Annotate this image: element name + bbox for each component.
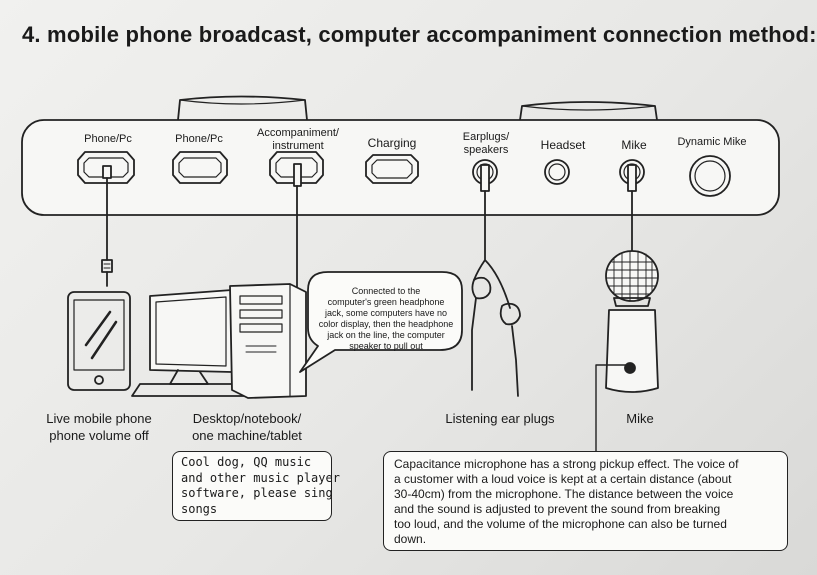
connection-diagram [21,95,780,456]
port-dynamic-mike [689,155,731,197]
page-title: 4. mobile phone broadcast, computer acco… [22,22,817,47]
mike-body [605,309,659,393]
label-accompaniment: Accompaniment/ instrument [257,127,339,152]
label-phone-pc-1: Phone/Pc [84,133,132,145]
monitor [149,289,233,373]
caption-desktop: Desktop/notebook/ one machine/tablet [192,411,302,443]
port-headset [544,159,570,185]
label-mike-port: Mike [621,138,647,152]
device-top-bump-right [519,101,658,121]
label-headset: Headset [540,138,586,152]
speech-bubble-text: Connected to the computer's green headph… [318,286,454,351]
device-top-bump-left [177,95,308,121]
port-accompaniment [269,151,324,184]
earplugs-cable [473,190,511,309]
microphone-note: Capacitance microphone has a strong pick… [383,451,788,551]
sound-card-body [21,119,780,216]
mike-head [605,250,659,302]
speech-bubble [299,271,463,373]
earbud-right [499,302,521,326]
caption-mike: Mike [626,411,654,426]
label-charging: Charging [367,136,417,150]
earbud-left [471,276,492,300]
label-dynamic-mike: Dynamic Mike [677,136,747,148]
caption-phone: Live mobile phone phone volume off [46,411,152,443]
label-earplugs: Earplugs/ speakers [462,131,510,156]
port-phone-pc-1 [77,151,135,184]
port-phone-pc-2 [172,151,228,184]
caption-earplugs: Listening ear plugs [445,411,555,426]
port-charging [365,154,419,184]
computer-tower [229,283,307,399]
mobile-phone [67,291,131,391]
label-phone-pc-2: Phone/Pc [175,133,223,145]
music-player-note: Cool dog, QQ music and other music playe… [172,451,340,521]
